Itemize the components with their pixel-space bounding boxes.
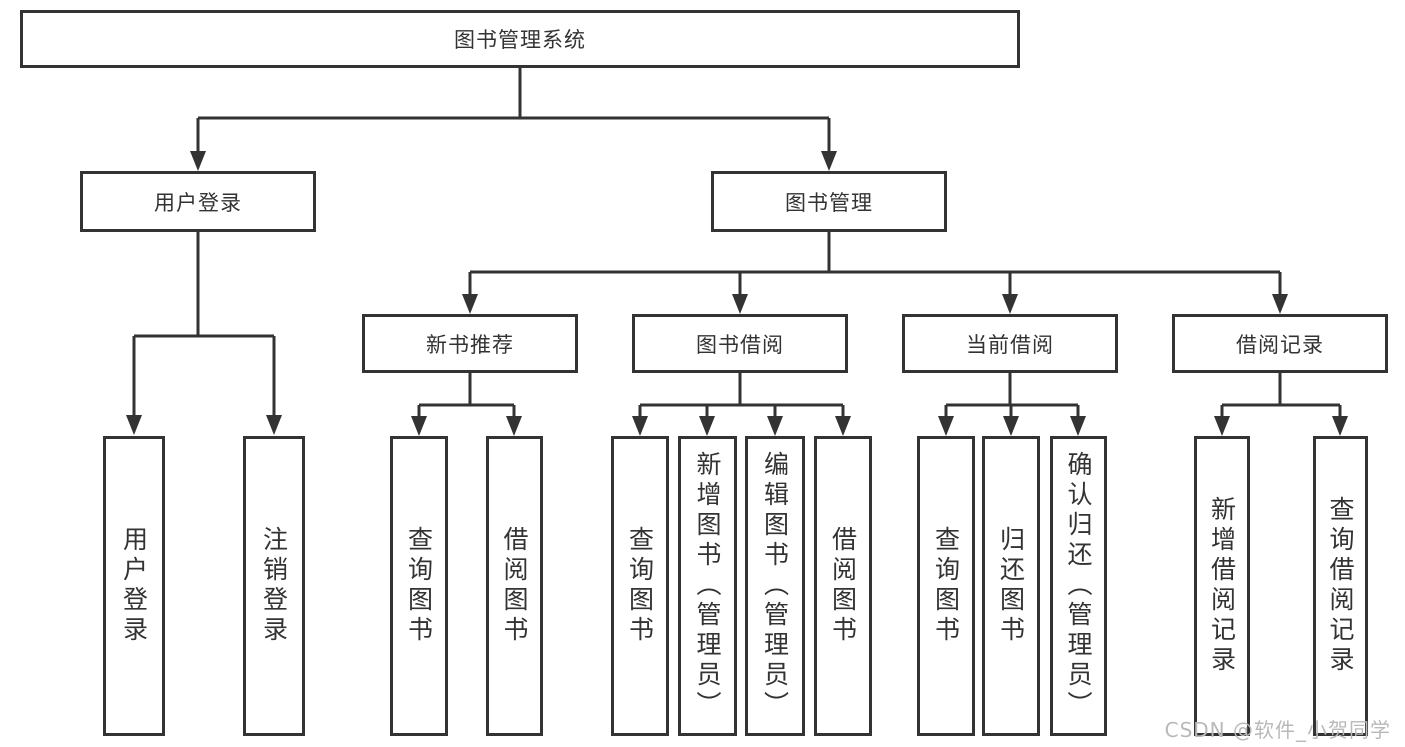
node-user-login: 用户登录 — [80, 171, 316, 232]
leaf-edit-books-admin: 编辑图书（管理员） — [745, 436, 805, 736]
leaf-logout: 注销登录 — [243, 436, 305, 736]
leaf-add-books-admin: 新增图书（管理员） — [678, 436, 737, 736]
csdn-watermark: CSDN @软件_小贺同学 — [1164, 718, 1391, 742]
node-library-management-system: 图书管理系统 — [20, 10, 1020, 68]
leaf-query-books-current: 查询图书 — [917, 436, 975, 736]
node-current-borrowing: 当前借阅 — [902, 314, 1118, 373]
leaf-confirm-return-admin: 确认归还（管理员） — [1050, 436, 1107, 736]
node-book-borrowing: 图书借阅 — [632, 314, 848, 373]
leaf-return-books: 归还图书 — [982, 436, 1040, 736]
leaf-add-borrow-record: 新增借阅记录 — [1194, 436, 1250, 736]
node-borrowing-records: 借阅记录 — [1172, 314, 1388, 373]
node-new-book-recommendation: 新书推荐 — [362, 314, 578, 373]
leaf-borrow-books-borrowing: 借阅图书 — [814, 436, 872, 736]
leaf-query-books-borrowing: 查询图书 — [611, 436, 669, 736]
leaf-user-login: 用户登录 — [103, 436, 165, 736]
leaf-query-books-recommend: 查询图书 — [390, 436, 448, 736]
leaf-query-borrow-record: 查询借阅记录 — [1313, 436, 1368, 736]
leaf-borrow-books-recommend: 借阅图书 — [486, 436, 543, 736]
node-book-management: 图书管理 — [711, 171, 947, 232]
